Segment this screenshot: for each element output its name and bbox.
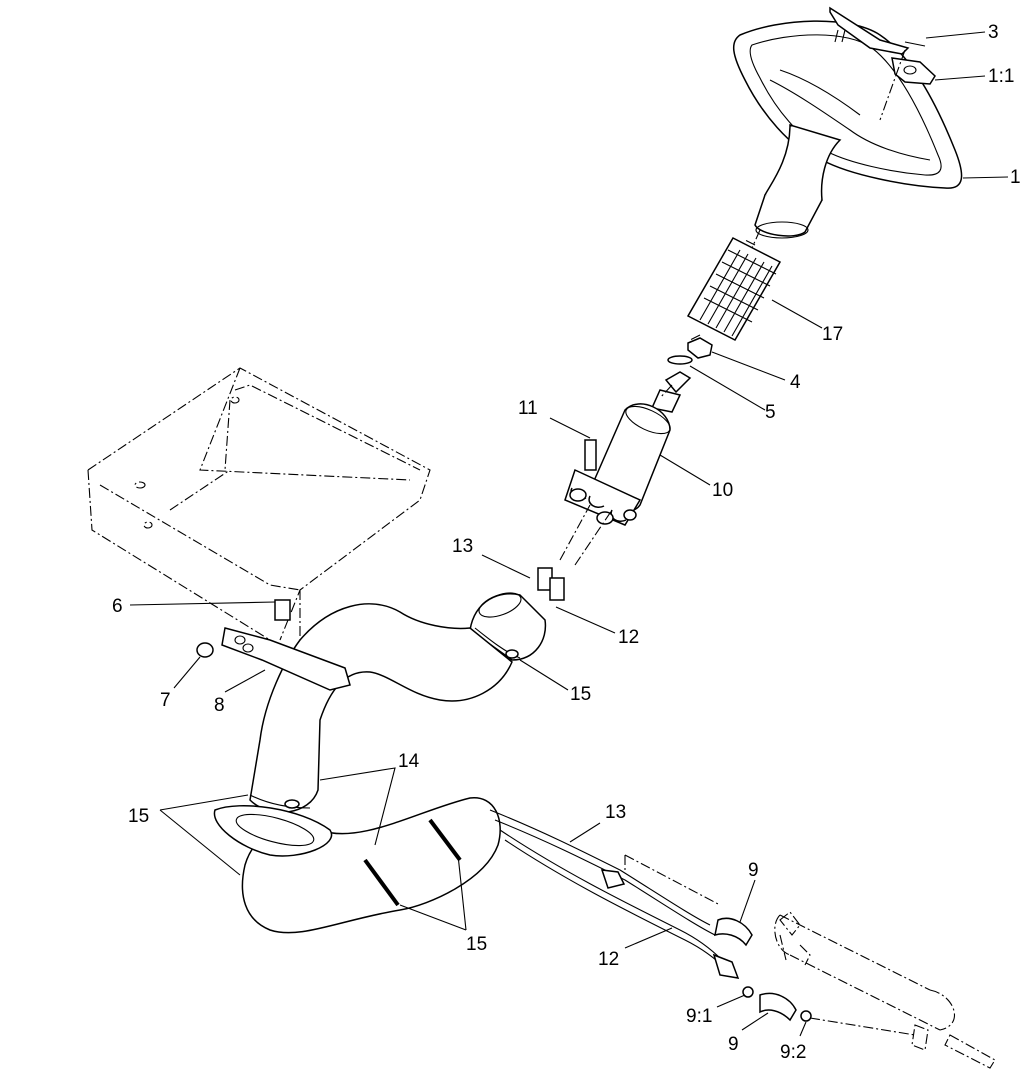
washer-5 bbox=[667, 355, 693, 365]
clamp-15b bbox=[249, 794, 311, 809]
callout-9a: 9 bbox=[748, 860, 759, 881]
bracket-8 bbox=[221, 627, 351, 691]
callout-12b: 12 bbox=[598, 949, 619, 970]
callout-4: 4 bbox=[790, 372, 801, 393]
steering-grip-sleeve bbox=[686, 237, 782, 341]
callout-15c: 15 bbox=[466, 934, 487, 955]
leader-lines bbox=[129, 31, 1009, 1037]
callout-9-2: 9:2 bbox=[780, 1042, 806, 1063]
steering-boot bbox=[249, 603, 513, 814]
callout-11: 11 bbox=[518, 398, 538, 419]
callout-1: 1 bbox=[1010, 167, 1021, 188]
lower-boot bbox=[213, 797, 501, 934]
callout-17: 17 bbox=[822, 324, 843, 345]
wheel-nut bbox=[891, 57, 936, 85]
clamp-15a bbox=[474, 627, 521, 659]
callout-14: 14 bbox=[398, 751, 420, 772]
elbow-fitting-9b bbox=[759, 992, 797, 1022]
callout-15a: 15 bbox=[570, 684, 591, 705]
mounting-pan bbox=[87, 367, 431, 641]
callout-9-1: 9:1 bbox=[686, 1006, 712, 1027]
callout-12a: 12 bbox=[618, 627, 639, 648]
o-ring-9-2 bbox=[800, 1010, 812, 1022]
callout-13a: 13 bbox=[452, 536, 473, 557]
assembly-centerline bbox=[659, 239, 756, 399]
callout-5: 5 bbox=[765, 402, 776, 423]
callout-13b: 13 bbox=[605, 802, 626, 823]
callout-10: 10 bbox=[712, 480, 733, 501]
callout-8: 8 bbox=[214, 695, 225, 716]
steering-control-unit bbox=[564, 371, 692, 526]
bolt-11 bbox=[584, 439, 597, 471]
o-ring-9-1 bbox=[742, 986, 754, 998]
hydraulic-hoses bbox=[489, 809, 740, 979]
steering-wheel bbox=[733, 20, 963, 239]
steering-cylinder bbox=[624, 854, 996, 1069]
elbow-fitting-9a bbox=[714, 917, 753, 947]
callout-15b: 15 bbox=[128, 806, 149, 827]
callout-6: 6 bbox=[112, 596, 123, 617]
column-shroud bbox=[469, 592, 547, 661]
callout-labels: 3 1:1 1 17 4 5 11 10 13 12 6 15 7 8 14 1… bbox=[112, 22, 1021, 1063]
bolt-6 bbox=[274, 599, 291, 621]
callout-3: 3 bbox=[988, 22, 999, 43]
callout-1-1: 1:1 bbox=[988, 66, 1014, 87]
callout-9b: 9 bbox=[728, 1034, 739, 1055]
washer-3 bbox=[904, 41, 926, 47]
hydraulic-fitting-13 bbox=[537, 567, 565, 601]
nut-4 bbox=[687, 337, 713, 359]
steering-wheel-cap bbox=[829, 6, 910, 55]
nut-7 bbox=[196, 642, 214, 658]
callout-7: 7 bbox=[160, 690, 171, 711]
